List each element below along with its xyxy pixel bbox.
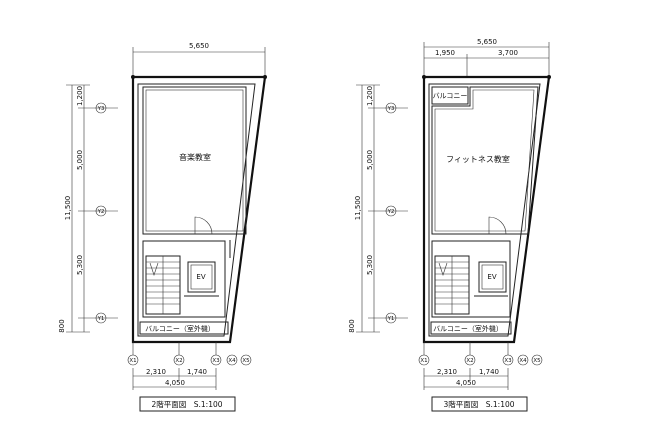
grid-x4: X4 [228, 358, 236, 364]
dim-left: 11,500 1,200 5,000 5,300 800 [348, 84, 408, 333]
grid-x3: X3 [504, 358, 512, 364]
dim-left-3: 5,300 [76, 255, 84, 275]
stair-arrow-icon [149, 262, 159, 276]
small-balcony [431, 86, 469, 105]
ev-label: EV [196, 273, 205, 281]
dim-bottom-1: 2,310 [437, 368, 457, 376]
dim-top-left: 1,950 [435, 49, 455, 57]
dim-left-total: 11,500 [64, 196, 72, 221]
caption: 3階平面図 S.1:100 [443, 399, 514, 409]
grid-x2: X2 [175, 358, 182, 364]
balcony-label: バルコニー（室外機） [433, 324, 503, 333]
door-swing [194, 216, 213, 235]
grid-x3: X3 [212, 358, 220, 364]
core: EV [142, 240, 231, 318]
dim-top-total: 5,650 [477, 38, 497, 46]
dim-top-right: 3,700 [498, 49, 518, 57]
dim-bottom-1: 2,310 [146, 368, 166, 376]
building-outline [422, 75, 551, 344]
floor-plan-2f: 5,650 11,500 1,200 5,000 5,300 800 Y3 Y2… [58, 42, 267, 412]
ev-label: EV [487, 273, 496, 281]
grid-x5: X5 [242, 358, 250, 364]
dim-left-total: 11,500 [354, 196, 362, 221]
grid-y2: Y2 [97, 209, 105, 215]
grid-y3: Y3 [97, 106, 105, 112]
dim-bottom: 2,310 1,740 4,050 [423, 368, 509, 390]
dim-top: 5,650 1,950 3,700 [423, 38, 550, 76]
balcony: バルコニー（室外機） [430, 321, 512, 335]
grid-y2: Y2 [387, 209, 395, 215]
balcony: バルコニー（室外機） [139, 321, 229, 335]
dim-bottom-2: 1,740 [479, 368, 499, 376]
room-main-label: フィットネス教室 [446, 154, 510, 164]
room-main-label: 音楽教室 [179, 152, 211, 162]
grid-x-markers: X1 X2 X3 X4 X5 [418, 342, 543, 366]
caption-box: 2階平面図 S.1:100 [139, 396, 236, 412]
grid-x4: X4 [519, 358, 527, 364]
dim-bottom-total: 4,050 [456, 379, 476, 387]
grid-y-markers: Y3 Y2 Y1 [95, 102, 107, 324]
elevator [478, 261, 507, 293]
balcony-label: バルコニー（室外機） [145, 324, 215, 333]
caption: 2階平面図 S.1:100 [151, 399, 222, 409]
grid-y3: Y3 [387, 106, 395, 112]
dim-left-2: 5,000 [76, 150, 84, 170]
door-swing [488, 216, 507, 235]
core: EV [431, 240, 511, 318]
building-outline [131, 75, 267, 344]
dim-left: 11,500 1,200 5,000 5,300 800 [58, 84, 118, 333]
dim-bottom-2: 1,740 [187, 368, 207, 376]
dim-top-total: 5,650 [189, 42, 209, 50]
dim-left-4: 800 [348, 319, 356, 332]
dim-left-1: 1,200 [76, 86, 84, 106]
dim-bottom: 2,310 1,740 4,050 [132, 368, 217, 390]
grid-y-markers: Y3 Y2 Y1 [385, 102, 397, 324]
grid-x1: X1 [420, 358, 427, 364]
grid-y1: Y1 [387, 316, 395, 322]
dim-top: 5,650 [132, 42, 266, 76]
dim-bottom-total: 4,050 [165, 379, 185, 387]
dim-left-2: 5,000 [366, 150, 374, 170]
dim-left-3: 5,300 [366, 255, 374, 275]
grid-x1: X1 [129, 358, 136, 364]
grid-x-markers: X1 X2 X3 X4 X5 [127, 342, 252, 366]
stair-arrow-icon [438, 262, 448, 276]
grid-y1: Y1 [97, 316, 105, 322]
grid-x2: X2 [466, 358, 473, 364]
room-small-label: バルコニー [433, 92, 468, 100]
main-room: 音楽教室 [142, 86, 247, 235]
elevator [187, 261, 216, 293]
grid-x5: X5 [533, 358, 541, 364]
main-room: バルコニー フィットネス教室 [431, 86, 539, 235]
floor-plan-3f: 5,650 1,950 3,700 11,500 1,200 5,000 5,3… [348, 38, 551, 412]
caption-box: 3階平面図 S.1:100 [431, 396, 528, 412]
dim-left-1: 1,200 [366, 86, 374, 106]
dim-left-4: 800 [58, 319, 66, 332]
